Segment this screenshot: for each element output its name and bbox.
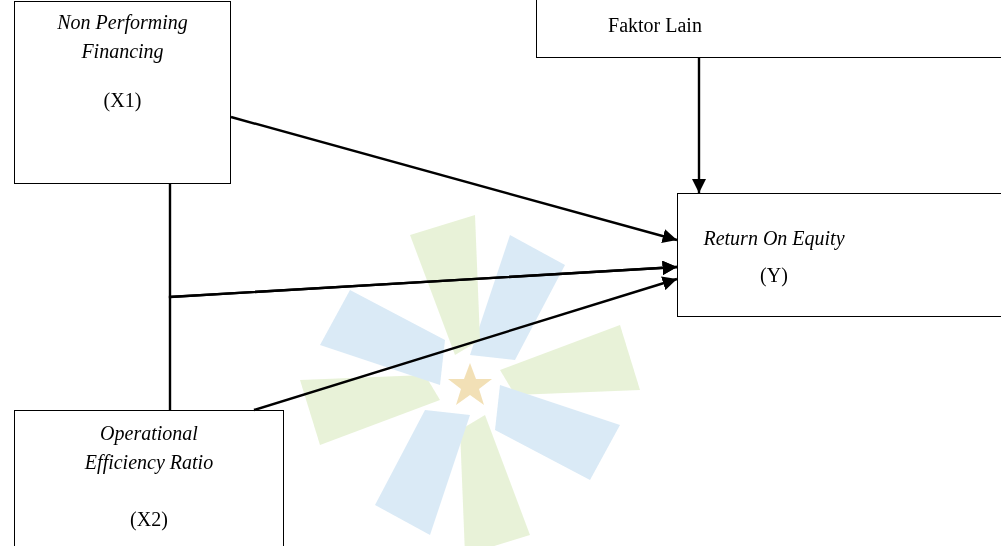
variable-name: Non Performing Financing — [23, 8, 222, 66]
influence-arrow — [170, 267, 677, 410]
outcome-box: Return On Equity (Y) — [677, 193, 1001, 317]
factor-box: Faktor Lain — [536, 0, 1001, 58]
variable-code: (X1) — [23, 86, 222, 115]
influence-arrow — [231, 117, 677, 240]
variable-name: Faktor Lain — [541, 11, 769, 40]
variable-box: Non Performing Financing (X1) — [14, 1, 231, 184]
variable-name: Operational Efficiency Ratio — [65, 419, 233, 477]
influence-arrow — [698, 58, 700, 193]
influence-arrow — [254, 279, 677, 410]
variable-code: (Y) — [684, 261, 864, 290]
variable-box: Operational Efficiency Ratio (X2) — [14, 410, 284, 546]
influence-arrow — [170, 184, 677, 297]
variable-name: Return On Equity — [684, 224, 864, 253]
variable-code: (X2) — [65, 505, 233, 534]
